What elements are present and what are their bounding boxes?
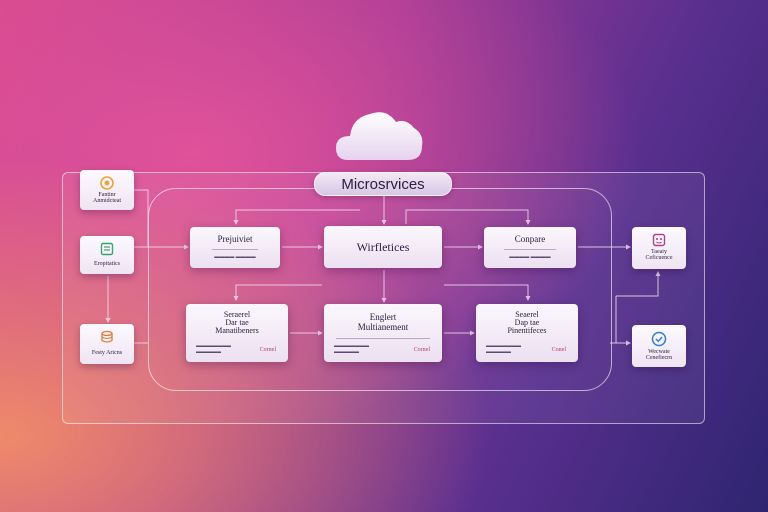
node-bottom-left-label: Seraerel Dar tae Manatibeners bbox=[215, 310, 259, 335]
right-node-2[interactable]: Wecwate Cenefiecrn bbox=[632, 325, 686, 367]
database-icon bbox=[101, 330, 113, 343]
node-bottom-right[interactable]: Seaerel Dap tae Pinentifeces ▬▬▬▬▬▬▬▬▬▬▬… bbox=[476, 304, 578, 362]
node-bottom-left[interactable]: Seraerel Dar tae Manatibeners ▬▬▬▬▬▬▬▬▬▬… bbox=[186, 304, 288, 362]
left-node-2[interactable]: Eropitatics bbox=[80, 236, 134, 274]
diagram-title: Microsrvices bbox=[314, 172, 452, 196]
left-node-1[interactable]: Fantinr Anmidcteat bbox=[80, 170, 134, 210]
node-bottom-left-tag: Cornel bbox=[259, 347, 276, 353]
left-node-3-label: Festy Aricns bbox=[91, 350, 123, 356]
chart-icon bbox=[100, 242, 114, 256]
globe-icon bbox=[651, 331, 667, 347]
left-node-1-label: Fantinr Anmidcteat bbox=[93, 192, 121, 204]
node-bottom-right-label: Seaerel Dap tae Pinentifeces bbox=[507, 310, 547, 335]
node-bottom-mid-tag: Cornel bbox=[413, 347, 430, 353]
right-node-2-label: Wecwate Cenefiecrn bbox=[645, 349, 673, 361]
node-top-left-label: Prejuiviet bbox=[217, 234, 253, 244]
chat-icon bbox=[652, 233, 666, 247]
left-node-3[interactable]: Festy Aricns bbox=[80, 324, 134, 364]
node-bottom-mid-label: Englert Multianement bbox=[357, 312, 409, 332]
node-center[interactable]: Wirfletices bbox=[324, 226, 442, 268]
right-node-1[interactable]: Taeaiy Ceficuence bbox=[632, 227, 686, 269]
node-top-right-label: Conpare bbox=[514, 234, 546, 244]
left-node-2-label: Eropitatics bbox=[94, 261, 120, 267]
node-bottom-mid[interactable]: Englert Multianement ▬▬▬▬▬▬▬▬▬▬▬▬ Cornel bbox=[324, 304, 442, 362]
right-node-1-label: Taeaiy Ceficuence bbox=[645, 249, 673, 261]
node-center-label: Wirfletices bbox=[356, 240, 410, 254]
node-top-left[interactable]: Prejuiviet ▬▬▬▬ ▬▬▬▬ bbox=[190, 227, 280, 268]
cloud-icon bbox=[336, 112, 423, 160]
node-bottom-right-tag: Conel bbox=[551, 347, 566, 353]
coin-icon bbox=[100, 176, 114, 190]
node-top-right[interactable]: Conpare ▬▬▬▬ ▬▬▬▬ bbox=[484, 227, 576, 268]
